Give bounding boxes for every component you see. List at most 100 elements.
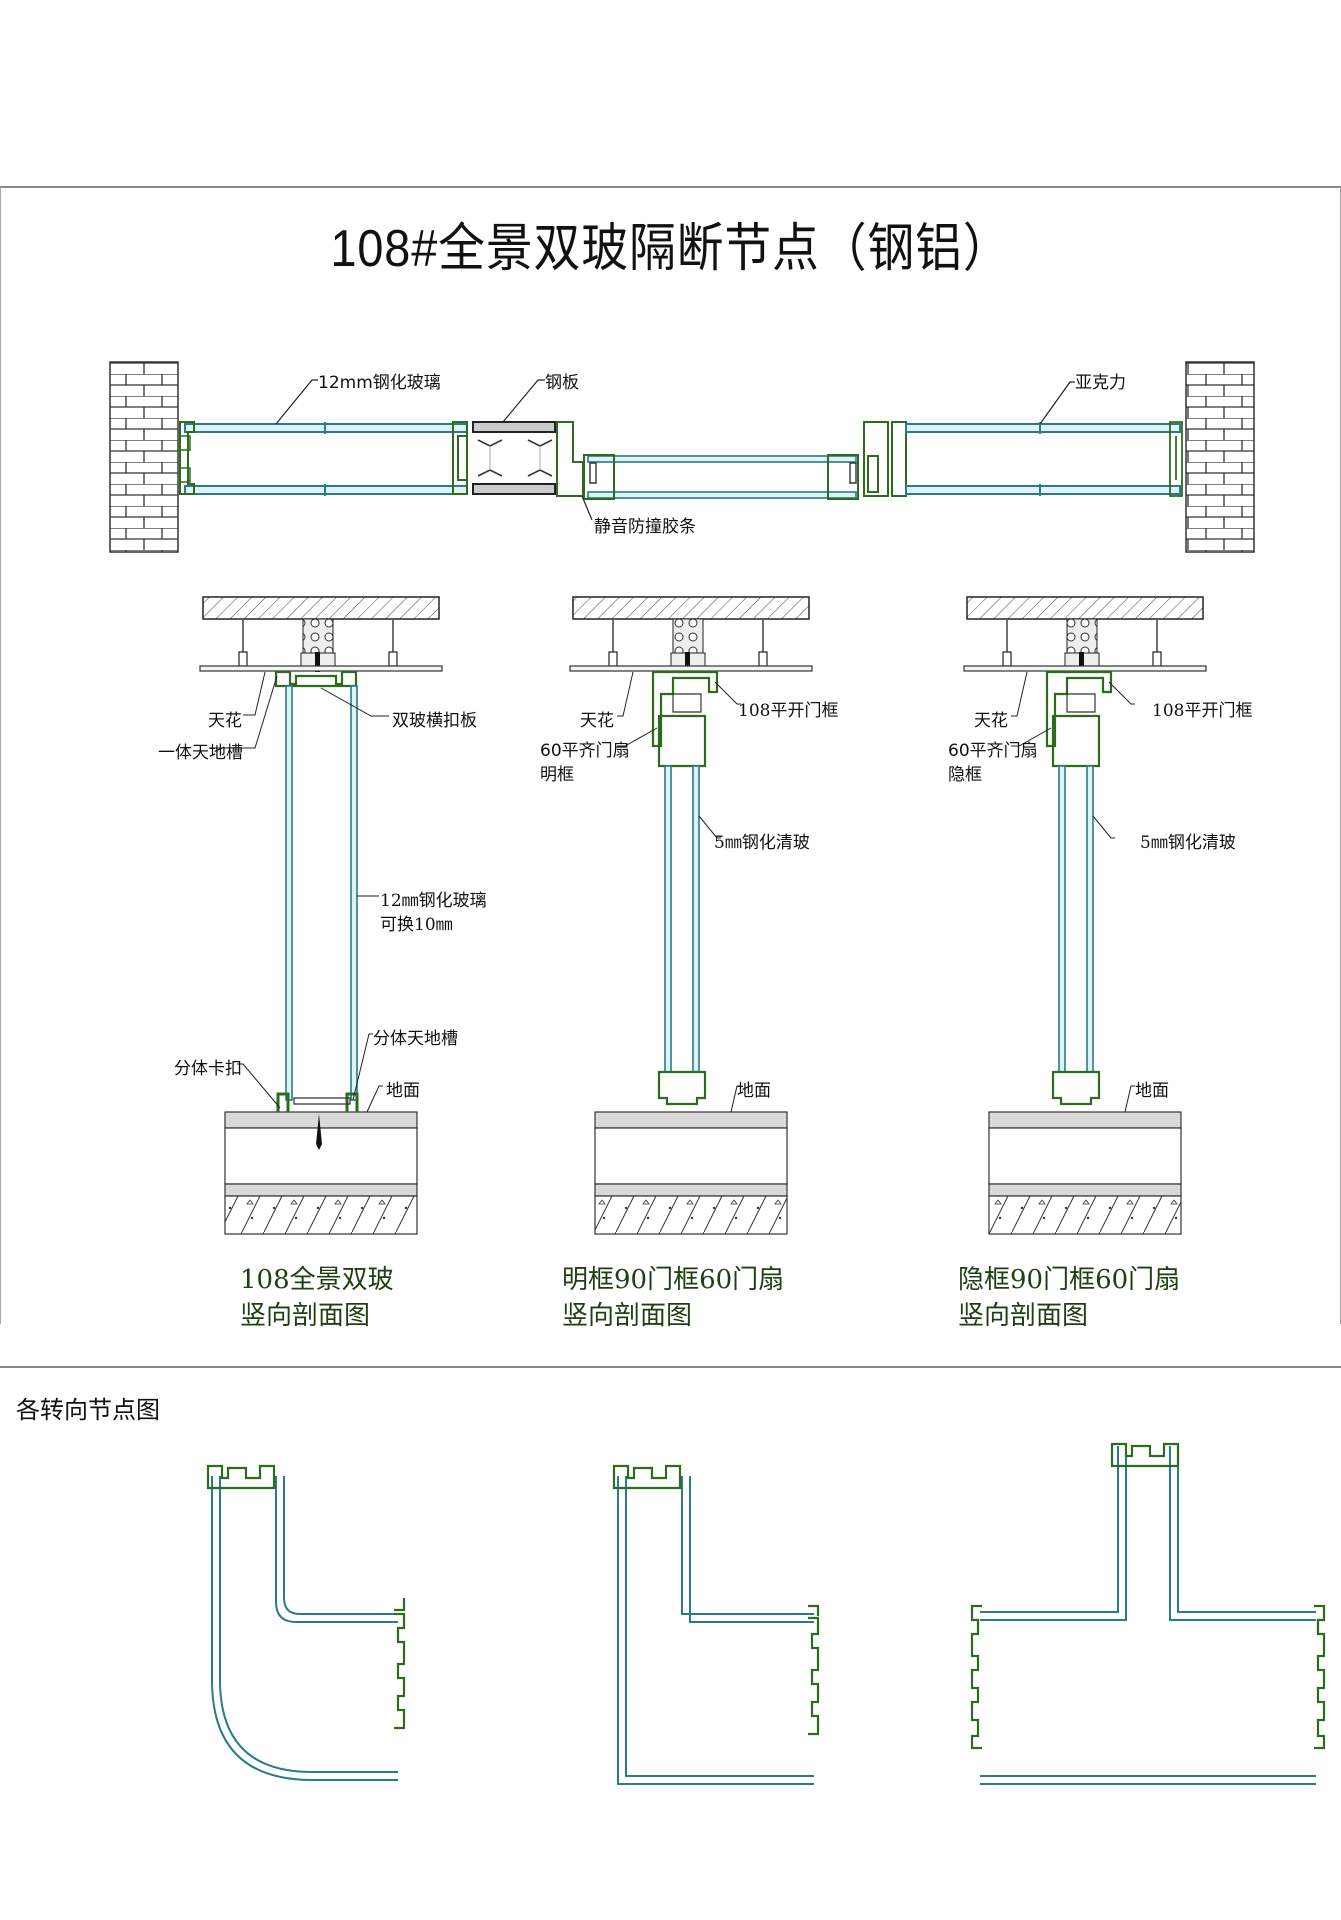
- glass-pane: [285, 685, 293, 1101]
- corner-section-title: 各转向节点图: [16, 1396, 160, 1424]
- caption-line-2: 竖向剖面图: [958, 1301, 1089, 1331]
- s1-label-ceiling: 天花: [208, 711, 242, 731]
- vertical-sections: [199, 596, 1207, 1235]
- hanger-clip: [1002, 651, 1012, 667]
- caption-line-2: 竖向剖面图: [240, 1301, 371, 1331]
- leader: [1108, 681, 1135, 705]
- leader: [714, 681, 741, 705]
- ceiling-block: [1066, 618, 1098, 654]
- leader-glass: [275, 379, 318, 425]
- s1-label-glass-2: 可换10㎜: [380, 915, 453, 935]
- ceiling-board: [199, 665, 443, 672]
- caption-section-1: 108全景双玻 竖向剖面图: [240, 1262, 394, 1334]
- ceiling-block: [672, 618, 704, 654]
- s1-label-cover: 双玻横扣板: [392, 711, 477, 731]
- leader: [730, 1085, 741, 1113]
- door-leaf-plan: [583, 454, 859, 500]
- ceiling-slab: [572, 596, 810, 620]
- hanger-clip: [1152, 651, 1162, 667]
- s1-label-split-track: 分体天地槽: [373, 1029, 458, 1049]
- s1-label-glass-1: 12㎜钢化玻璃: [380, 891, 487, 911]
- floor-finish: [988, 1111, 1182, 1129]
- ceiling-slab: [202, 596, 440, 620]
- plan-view: [109, 361, 1255, 553]
- hanger-clip: [758, 651, 768, 667]
- corner-nodes: [206, 1442, 1326, 1785]
- bottom-clip: [293, 1097, 351, 1105]
- section-1: [199, 596, 443, 1235]
- brick-wall-right: [1185, 361, 1255, 553]
- leader-seal-strip: [581, 495, 593, 521]
- glass-pane: [664, 765, 672, 1073]
- leader: [617, 671, 634, 717]
- curved-corner-node: [206, 1464, 406, 1781]
- floor-concrete: [988, 1195, 1182, 1235]
- brick-wall-left: [109, 361, 179, 553]
- s3-label-ceiling: 天花: [974, 711, 1008, 731]
- glass-pane: [1086, 765, 1094, 1073]
- s1-label-floor: 地面: [386, 1081, 420, 1101]
- s2-label-ceiling: 天花: [580, 711, 614, 731]
- floor-finish: [224, 1111, 418, 1129]
- floor-concrete: [594, 1195, 788, 1235]
- glass-panel-right: [863, 421, 1183, 497]
- floor-concrete: [224, 1195, 418, 1235]
- s2-label-sash-2: 明框: [540, 765, 574, 785]
- floor-screed: [988, 1127, 1182, 1185]
- hanger-clip: [608, 651, 618, 667]
- s3-label-sash-1: 60平齐门扇: [948, 741, 1038, 761]
- leader: [1092, 815, 1115, 839]
- leader: [243, 671, 266, 716]
- door-sash-top: [1051, 714, 1101, 768]
- s2-label-floor: 地面: [737, 1081, 771, 1101]
- glass-pane: [692, 765, 700, 1073]
- leader: [1011, 671, 1028, 717]
- ceiling-block: [302, 618, 334, 654]
- s3-label-frame: 108平开门框: [1152, 701, 1253, 721]
- floor-layer: [594, 1183, 788, 1197]
- s1-label-track: 一体天地槽: [158, 743, 243, 763]
- floor-layer: [988, 1183, 1182, 1197]
- label-seal-strip: 静音防撞胶条: [594, 517, 696, 537]
- leader: [698, 815, 721, 839]
- leader: [237, 1063, 281, 1109]
- floor-finish: [594, 1111, 788, 1129]
- label-steel-plate: 钢板: [545, 373, 579, 393]
- floor-anchor: [316, 1114, 322, 1150]
- steel-plate-column: [472, 421, 584, 497]
- page-title: 108#全景双玻隔断节点（钢铝）: [330, 220, 1011, 278]
- anchor: [685, 652, 690, 672]
- leader: [1011, 727, 1052, 747]
- section-3: [963, 596, 1207, 1235]
- caption-section-2: 明框90门框60门扇 竖向剖面图: [562, 1262, 784, 1334]
- door-sash-bottom: [1051, 1070, 1101, 1106]
- hanger-clip: [238, 651, 248, 667]
- glass-panel-left: [179, 421, 468, 496]
- door-sash-top: [657, 714, 707, 768]
- frame-insert: [1066, 693, 1096, 713]
- t-junction-node: [970, 1442, 1326, 1785]
- leader: [617, 727, 658, 747]
- s3-label-floor: 地面: [1135, 1081, 1169, 1101]
- leader: [320, 687, 389, 717]
- leader-acrylic: [1039, 381, 1075, 425]
- s2-label-sash-1: 60平齐门扇: [540, 741, 630, 761]
- door-frame: [1045, 670, 1113, 748]
- hanger-clip: [388, 651, 398, 667]
- top-track: [274, 670, 358, 688]
- caption-line-1: 108全景双玻: [240, 1265, 394, 1295]
- s3-label-sash-2: 隐框: [948, 765, 982, 785]
- caption-section-3: 隐框90门框60门扇 竖向剖面图: [958, 1262, 1180, 1334]
- floor-layer: [224, 1183, 418, 1197]
- anchor: [1079, 652, 1084, 672]
- ceiling-board: [963, 665, 1207, 672]
- caption-line-1: 隐框90门框60门扇: [958, 1265, 1181, 1295]
- door-sash-bottom: [657, 1070, 707, 1106]
- anchor: [315, 652, 320, 672]
- s3-label-glass: 5㎜钢化清玻: [1140, 833, 1236, 853]
- leader: [209, 675, 278, 749]
- right-angle-corner-node: [612, 1464, 820, 1785]
- s1-label-clip: 分体卡扣: [174, 1059, 242, 1079]
- caption-line-1: 明框90门框60门扇: [562, 1265, 785, 1295]
